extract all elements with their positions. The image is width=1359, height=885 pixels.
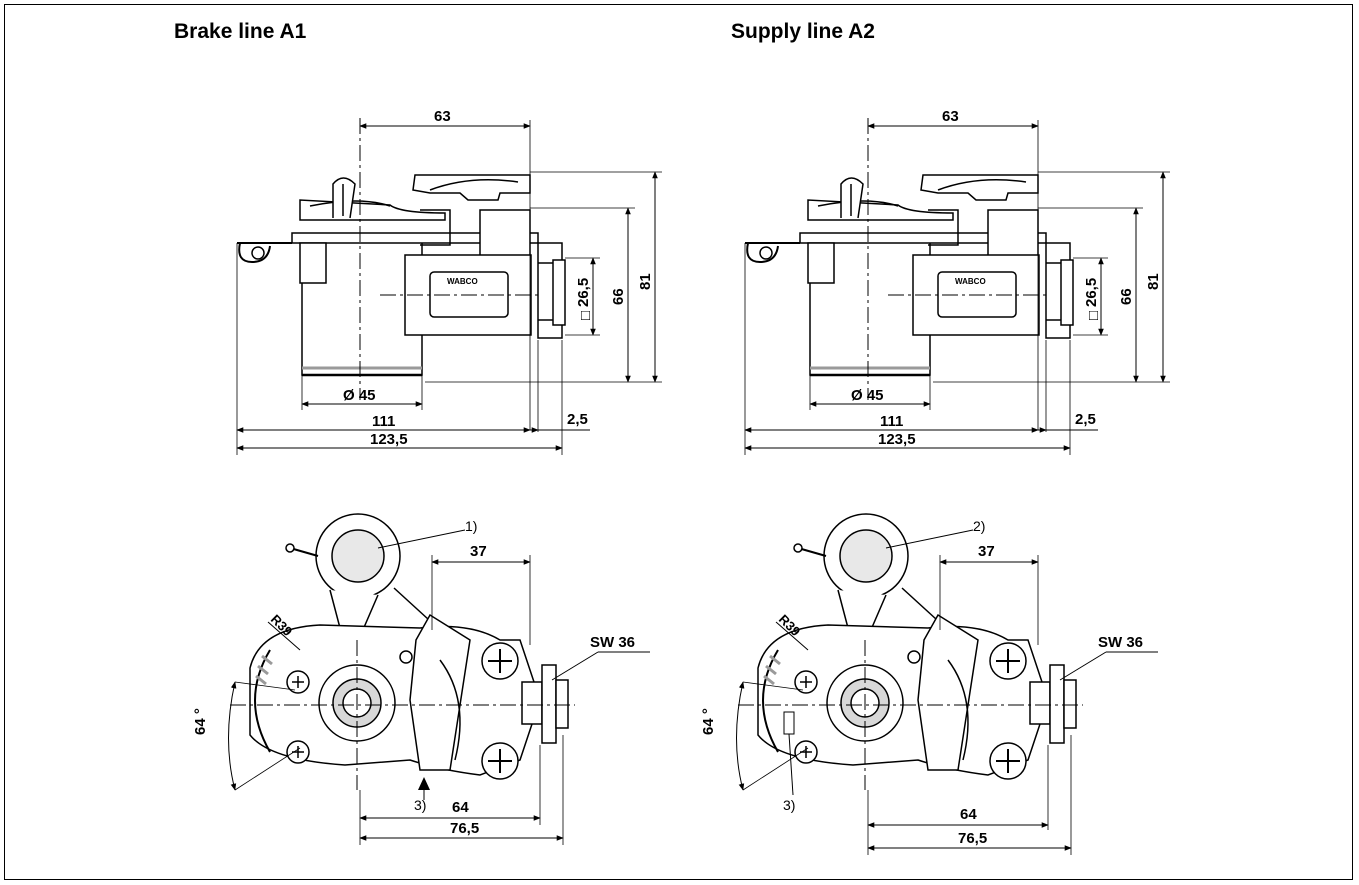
dim-2-5: 2,5 (1075, 411, 1096, 428)
label-marker-left: 3) (414, 797, 426, 813)
label-connector-right: 2) (973, 518, 985, 534)
dim-111: 111 (880, 413, 903, 430)
dim-63: 63 (942, 108, 959, 125)
angle-64: 64 ° (700, 708, 717, 735)
dim-63: 63 (434, 108, 451, 125)
dim-64: 64 (960, 806, 977, 823)
dim-37: 37 (470, 543, 487, 560)
label-connector-left: 1) (465, 518, 477, 534)
title-supply-line: Supply line A2 (731, 20, 875, 43)
dim-111: 111 (372, 413, 395, 430)
square-symbol: □ (577, 311, 594, 320)
sw-36: SW 36 (1098, 634, 1143, 651)
dim-81: 81 (1145, 273, 1162, 290)
dim-37: 37 (978, 543, 995, 560)
dim-26-5: 26,5 (1083, 278, 1100, 307)
dim-123-5: 123,5 (878, 431, 916, 448)
dim-76-5: 76,5 (450, 820, 479, 837)
dim-76-5: 76,5 (958, 830, 987, 847)
title-brake-line: Brake line A1 (174, 20, 307, 43)
left-side-view: 63 81 66 26,5 □ Ø 45 111 2,5 123,5 (235, 108, 662, 455)
sw-36: SW 36 (590, 634, 635, 651)
dim-diameter-45: Ø 45 (343, 387, 376, 404)
dim-66: 66 (610, 288, 627, 305)
right-top-view: 2) 37 R39 64 ° SW 36 3) 64 76,5 (700, 512, 1158, 855)
left-top-view: 1) 37 R39 64 ° SW 36 3) 64 76,5 (192, 512, 650, 845)
dim-64: 64 (452, 799, 469, 816)
dim-26-5: 26,5 (575, 278, 592, 307)
dim-123-5: 123,5 (370, 431, 408, 448)
label-marker-right: 3) (783, 797, 795, 813)
dim-diameter-45: Ø 45 (851, 387, 884, 404)
drawing-frame (4, 4, 1353, 880)
right-side-view: 63 81 66 26,5 □ Ø 45 111 2,5 123,5 (743, 108, 1170, 455)
dim-2-5: 2,5 (567, 411, 588, 428)
square-symbol: □ (1085, 311, 1102, 320)
dim-81: 81 (637, 273, 654, 290)
dim-66: 66 (1118, 288, 1135, 305)
angle-64: 64 ° (192, 708, 209, 735)
